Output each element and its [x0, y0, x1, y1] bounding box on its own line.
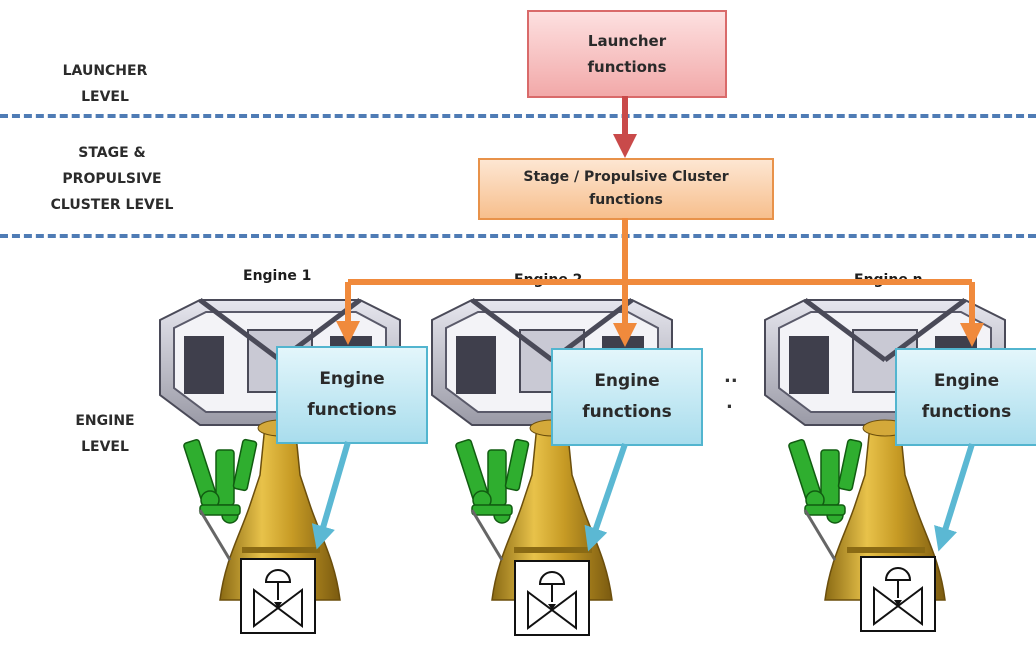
- engine-2-functions-box: Engine functions: [551, 348, 703, 446]
- engine-1-title: Engine 1: [243, 268, 312, 284]
- engine-n-functions-box: Engine functions: [895, 348, 1036, 446]
- valve-actuator-icon: [240, 558, 316, 634]
- engine-level-label: ENGINE LEVEL: [75, 413, 135, 455]
- stage-cluster-functions-box: Stage / Propulsive Cluster functions: [478, 158, 774, 220]
- engine-1-functions-box: Engine functions: [276, 346, 428, 444]
- stage-level-label: STAGE & PROPULSIVE CLUSTER LEVEL: [50, 145, 174, 213]
- stage-engine-separator: [0, 234, 1036, 238]
- ellipsis-dot: .: [726, 392, 733, 413]
- launcher-level-label: LAUNCHER LEVEL: [62, 63, 148, 105]
- engine-2-to-valve-arrow: [584, 443, 628, 552]
- valve-actuator-icon: [860, 556, 936, 632]
- ellipsis-between-engines: ..: [724, 366, 738, 387]
- launcher-stage-separator: [0, 114, 1036, 118]
- valve-actuator-icon: [514, 560, 590, 636]
- engine-1-to-valve-arrow: [311, 441, 351, 550]
- engine-n-to-valve-arrow: [934, 443, 975, 552]
